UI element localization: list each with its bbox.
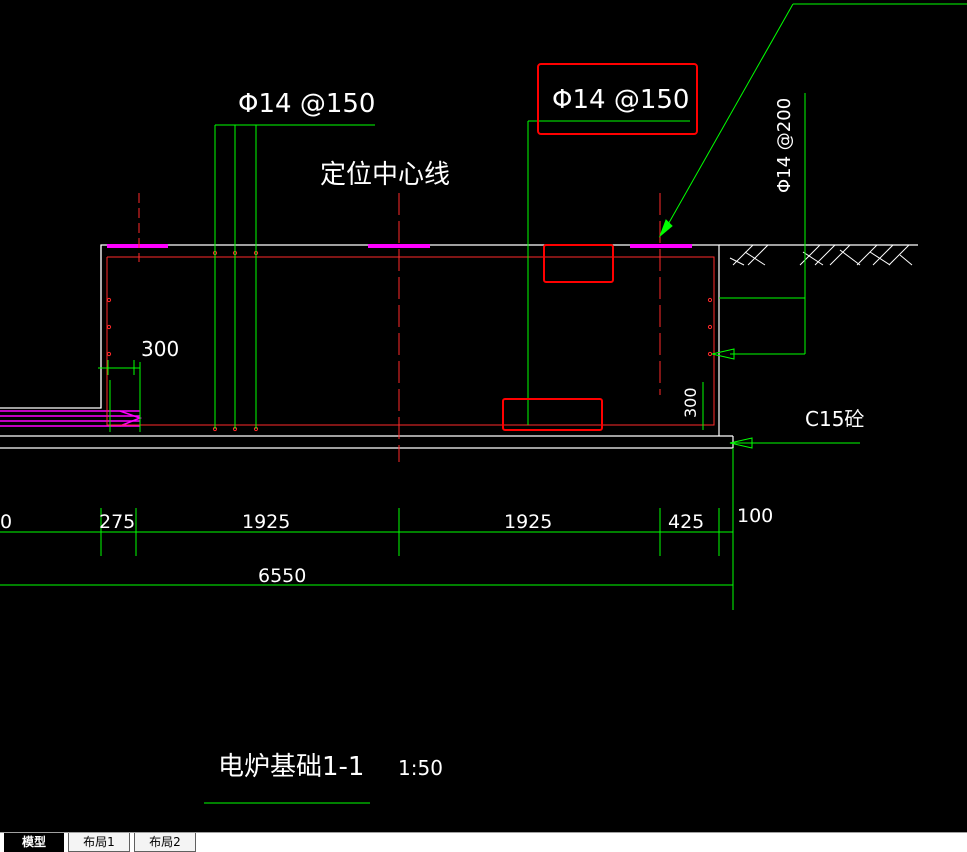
dim-1925-right: 1925 <box>504 511 552 533</box>
dim-0: 0 <box>0 511 12 533</box>
dim-425: 425 <box>668 511 704 533</box>
tab-layout1[interactable]: 布局1 <box>68 833 130 852</box>
dimension-lines <box>0 360 734 804</box>
ground-hatch <box>729 244 913 266</box>
dim-300-left: 300 <box>141 337 179 361</box>
dim-300-right: 300 <box>681 387 700 418</box>
center-line-label: 定位中心线 <box>320 160 450 190</box>
dim-total: 6550 <box>258 565 306 587</box>
rebar-label-center: Φ14 @150 <box>552 85 689 115</box>
dim-100: 100 <box>737 505 773 527</box>
rebar-cage <box>106 193 715 462</box>
highlight-boxes <box>502 63 698 431</box>
tab-layout2[interactable]: 布局2 <box>134 833 196 852</box>
scale-label: 1:50 <box>398 756 443 780</box>
highlight-rebar-label <box>537 63 698 135</box>
cad-drawing-canvas[interactable]: Φ14 @150 Φ14 @150 Φ14 @200 定位中心线 300 300… <box>0 0 967 832</box>
section-title: 电炉基础1-1 <box>218 752 364 782</box>
rebar-label-right: Φ14 @200 <box>774 98 795 193</box>
tab-model[interactable]: 模型 <box>4 833 64 852</box>
highlight-top-rebar <box>543 244 614 283</box>
magenta-slab <box>0 410 143 427</box>
dim-1925-left: 1925 <box>242 511 290 533</box>
concrete-label: C15砼 <box>805 407 864 431</box>
highlight-bottom-rebar <box>502 398 603 431</box>
rebar-label-left: Φ14 @150 <box>238 89 375 119</box>
dim-275: 275 <box>99 511 135 533</box>
foundation-outline <box>0 244 918 449</box>
rebar-leaders <box>214 3 967 449</box>
layout-tab-bar: 模型 布局1 布局2 <box>0 832 967 852</box>
